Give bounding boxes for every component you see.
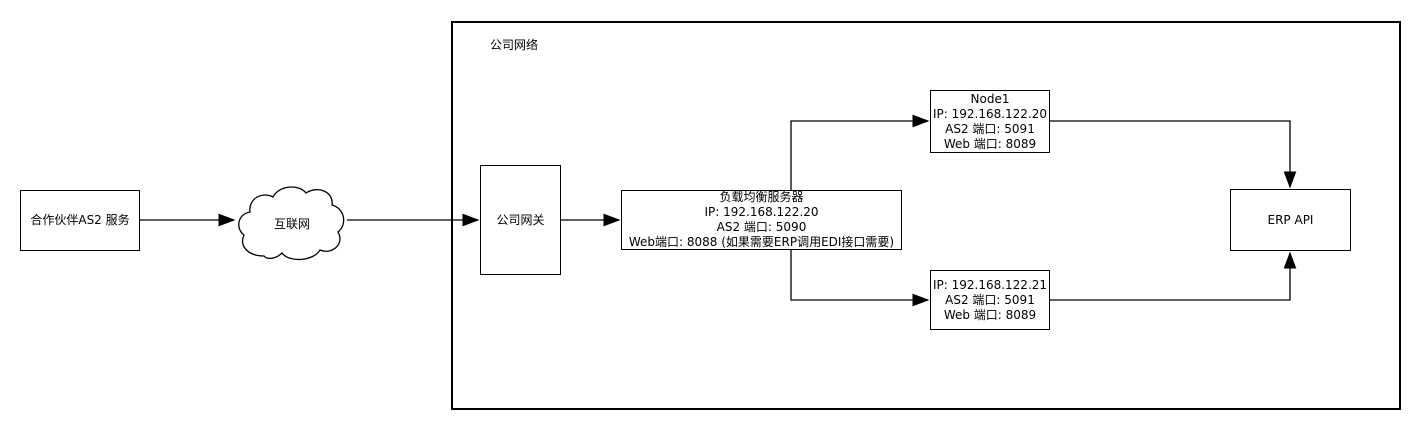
- partner-as2-service-node: 合作伙伴AS2 服务: [20, 190, 140, 251]
- load-balancer-node: 负载均衡服务器 IP: 192.168.122.20 AS2 端口: 5090 …: [621, 190, 902, 250]
- node2-web-port: Web 端口: 8089: [943, 307, 1037, 322]
- partner-as2-service-label: 合作伙伴AS2 服务: [30, 213, 130, 227]
- company-network-container: [451, 21, 1401, 410]
- load-balancer-ip: IP: 192.168.122.20: [704, 205, 819, 219]
- internet-label: 互联网: [273, 216, 310, 231]
- company-gateway-label: 公司网关: [496, 212, 545, 227]
- node2-ip: IP: 192.168.122.21: [932, 277, 1048, 292]
- erp-api-label: ERP API: [1267, 212, 1314, 227]
- node1-ip: IP: 192.168.122.20: [932, 106, 1048, 121]
- node1-as2-port: AS2 端口: 5091: [945, 121, 1035, 136]
- load-balancer-web-port: Web端口: 8088 (如果需要ERP调用EDI接口需要): [628, 235, 895, 249]
- company-gateway-node: 公司网关: [480, 165, 561, 275]
- node2-as2-port: AS2 端口: 5091: [945, 292, 1035, 307]
- load-balancer-as2-port: AS2 端口: 5090: [716, 220, 807, 234]
- node1-web-port: Web 端口: 8089: [943, 136, 1037, 151]
- company-network-label: 公司网络: [490, 38, 539, 52]
- node2-node: IP: 192.168.122.21 AS2 端口: 5091 Web 端口: …: [930, 270, 1050, 330]
- node1-node: Node1 IP: 192.168.122.20 AS2 端口: 5091 We…: [930, 90, 1050, 153]
- erp-api-node: ERP API: [1230, 189, 1351, 251]
- load-balancer-title: 负载均衡服务器: [719, 190, 804, 204]
- node1-title: Node1: [970, 91, 1010, 106]
